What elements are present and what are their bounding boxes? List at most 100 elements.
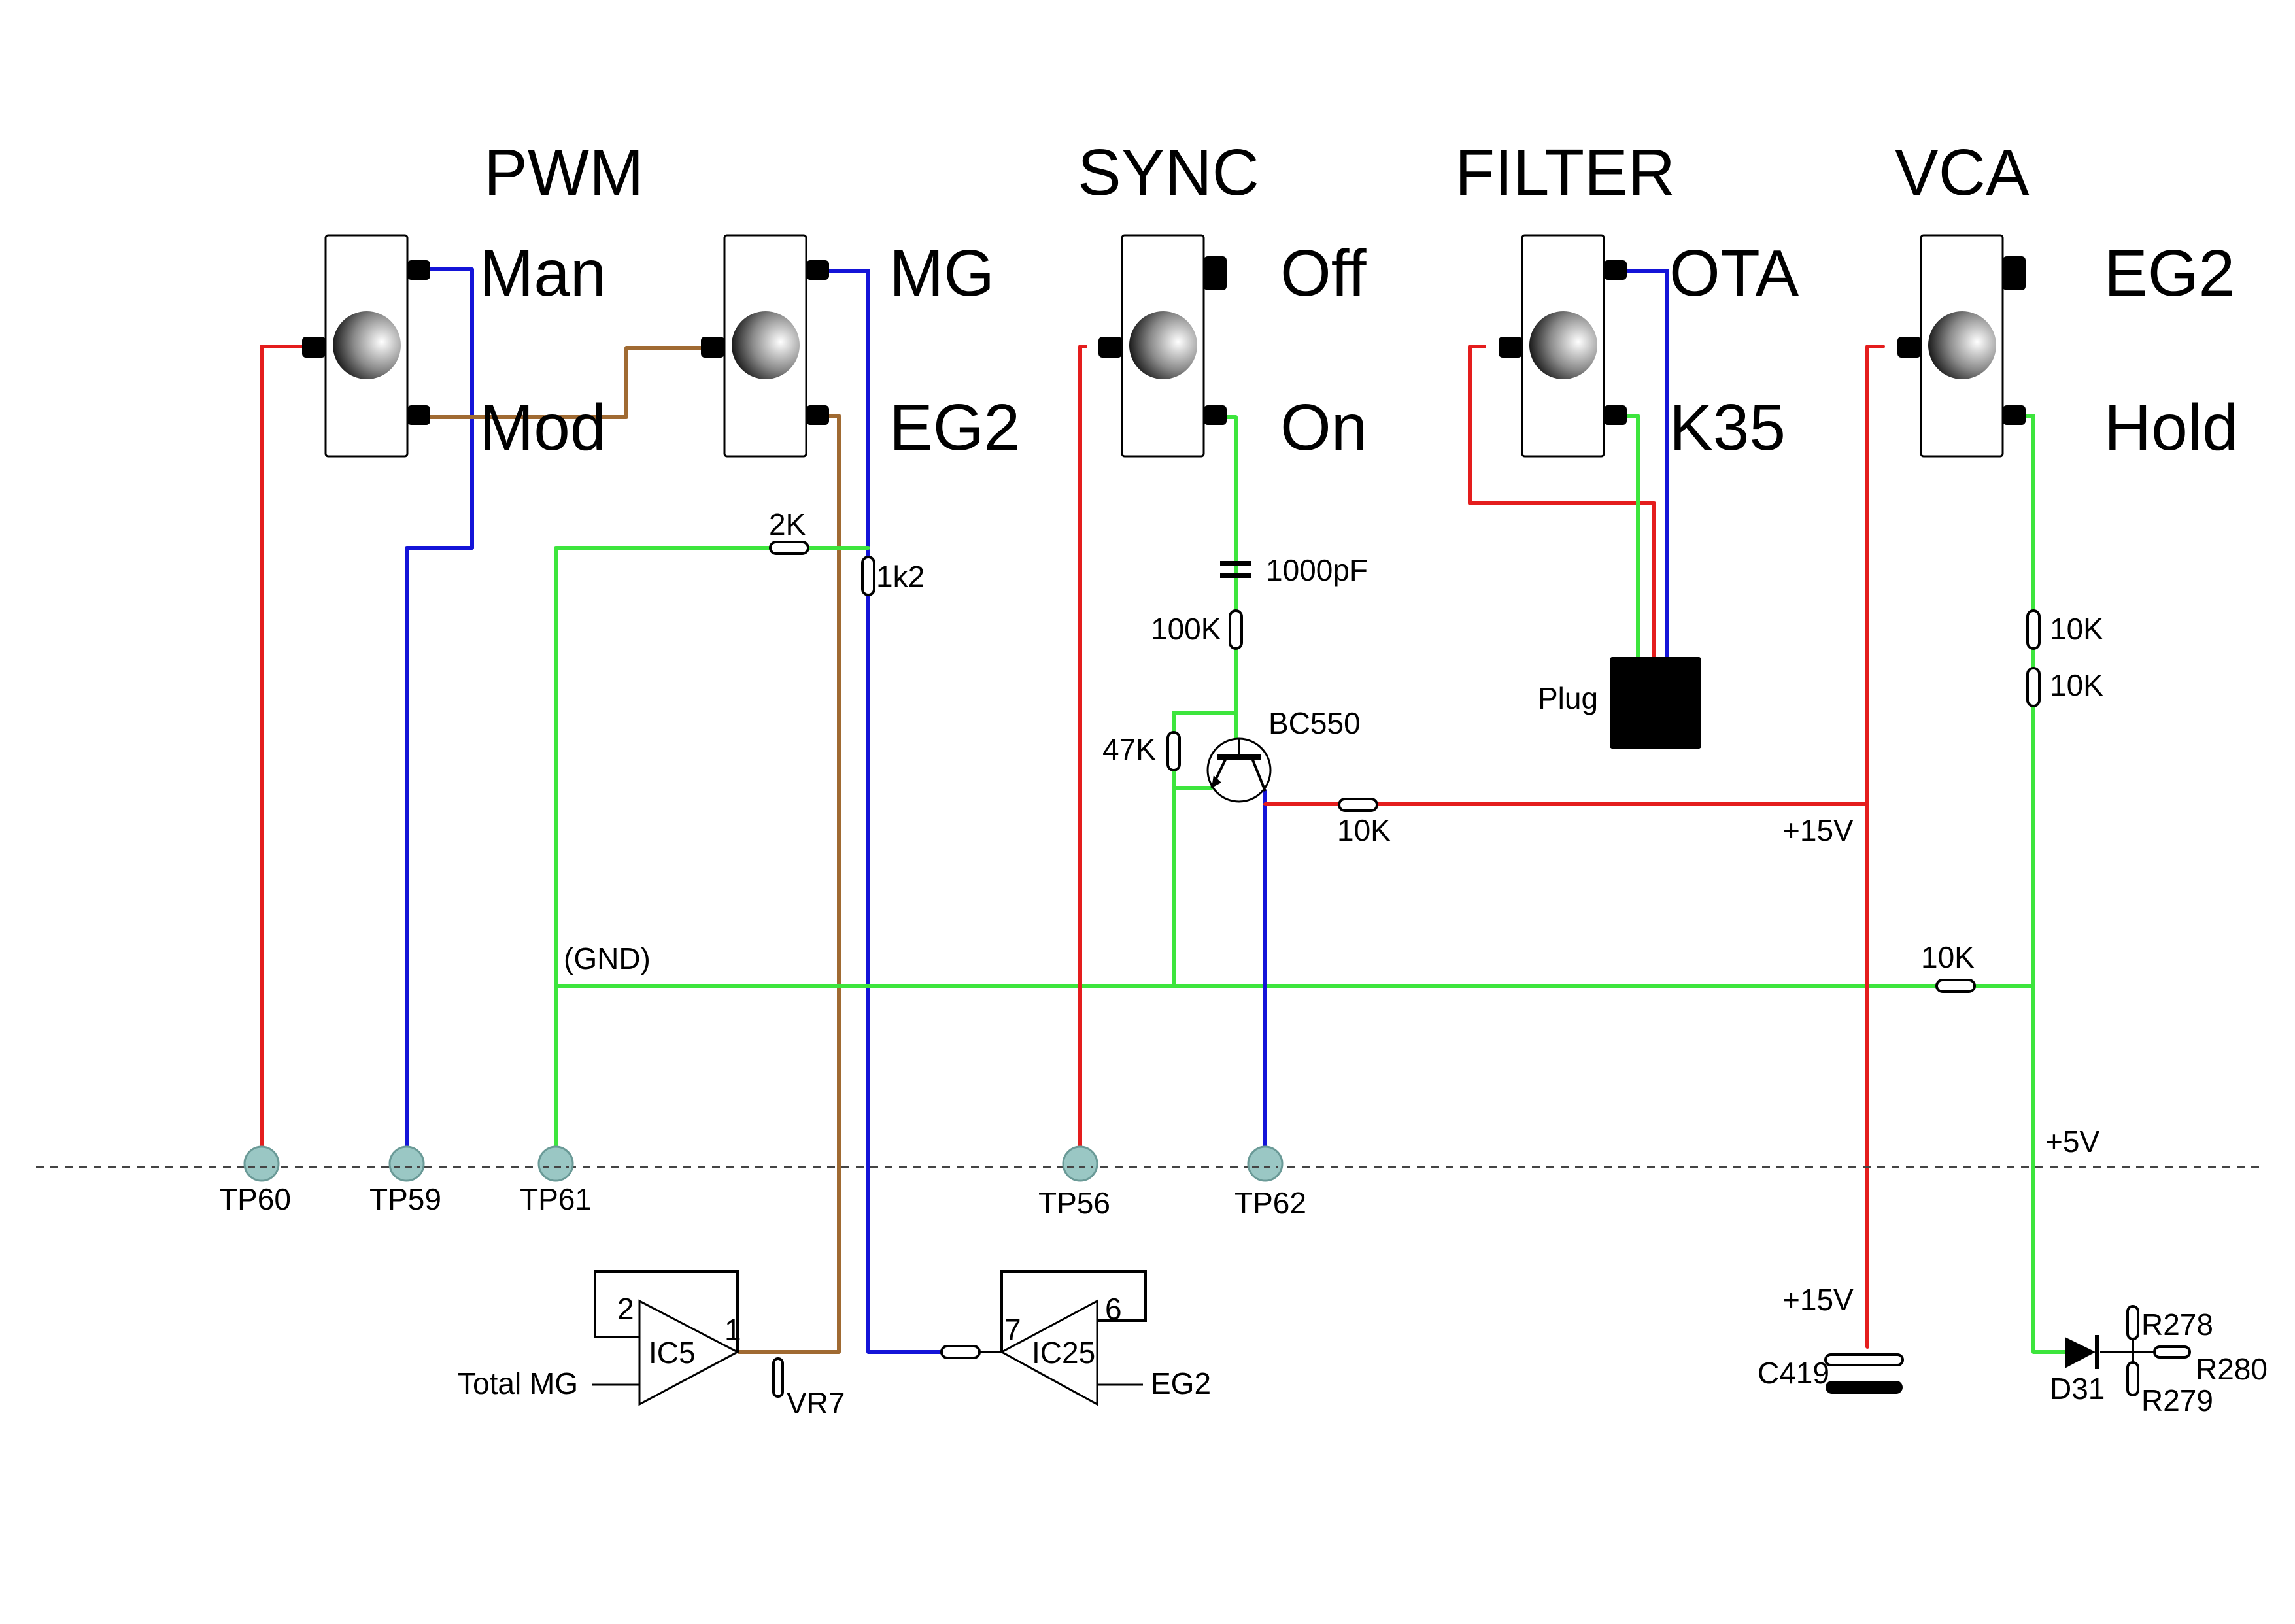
label-tp61: TP61 — [520, 1182, 592, 1216]
label-15v-lower: +15V — [1782, 1283, 1854, 1317]
section-title-pwm: PWM — [484, 136, 643, 209]
knob-icon — [1928, 311, 1996, 379]
label-tp60: TP60 — [219, 1182, 291, 1216]
test-point-tp61[interactable] — [537, 1145, 574, 1182]
resistor-2k — [769, 541, 809, 555]
label-1000pf: 1000pF — [1266, 553, 1368, 587]
label-47k: 47K — [1102, 732, 1156, 766]
wire-mod-mg — [426, 346, 708, 419]
resistor-10k-a — [2026, 609, 2041, 650]
resistor-10k-gnd — [1935, 979, 1976, 993]
knob-icon — [732, 311, 800, 379]
section-title-filter: FILTER — [1455, 136, 1675, 209]
switch-filter-bottom-label: K35 — [1669, 391, 1786, 464]
ic25-pin-out: 6 — [1105, 1292, 1122, 1326]
switch-filter[interactable] — [1499, 234, 1627, 458]
knob-icon — [333, 311, 401, 379]
wire-tp56 — [1078, 345, 1087, 1162]
ic5-pin-in: 2 — [617, 1292, 634, 1326]
ic5-op-amp — [592, 1270, 740, 1406]
section-title-sync: SYNC — [1078, 136, 1259, 209]
label-1k2: 1k2 — [876, 560, 925, 594]
label-r278: R278 — [2141, 1308, 2213, 1342]
label-15v-upper: +15V — [1782, 813, 1854, 847]
knob-icon — [1129, 311, 1197, 379]
resistor-ic25-input — [940, 1345, 981, 1359]
resistor-10k-emitter — [1338, 798, 1378, 812]
test-point-tp59[interactable] — [388, 1145, 425, 1182]
switch-vca-top-label: EG2 — [2104, 237, 2235, 310]
ic25-pin-in: 7 — [1004, 1313, 1021, 1347]
section-title-vca: VCA — [1895, 136, 2030, 209]
switch-vca[interactable] — [1897, 234, 2026, 458]
resistor-r280 — [2153, 1345, 2191, 1359]
test-point-tp56[interactable] — [1062, 1145, 1098, 1182]
switch-sync-bottom-label: On — [1280, 391, 1367, 464]
label-tp59: TP59 — [369, 1182, 441, 1216]
wire-tp59 — [405, 267, 474, 1162]
ic25-label: IC25 — [1032, 1336, 1095, 1370]
wire-sync-on — [1214, 415, 1238, 754]
capacitor-1000pf-bottom — [1220, 573, 1251, 578]
wire-vca-15v — [1865, 345, 1885, 1349]
label-2k: 2K — [769, 507, 806, 541]
wire-vca-hold — [2012, 414, 2067, 1354]
switch-filter-top-label: OTA — [1669, 237, 1799, 310]
switch-vca-bottom-label: Hold — [2104, 391, 2239, 464]
trimmer-vr7[interactable] — [772, 1357, 784, 1398]
switch-mg-bottom-label: EG2 — [889, 391, 1020, 464]
wire-eg2-ic5 — [737, 414, 841, 1354]
label-r279: R279 — [2141, 1383, 2213, 1417]
label-10k-b: 10K — [2050, 668, 2103, 702]
wire-base-network — [1172, 711, 1238, 988]
label-d31: D31 — [2050, 1372, 2105, 1406]
wire-mg-ic25 — [825, 269, 947, 1354]
capacitor-c419-bottom — [1826, 1381, 1903, 1394]
label-10k-gnd: 10K — [1921, 940, 1975, 974]
resistor-r278 — [2126, 1305, 2139, 1340]
test-point-tp60[interactable] — [243, 1145, 280, 1182]
switch-pwm-top-label: Man — [479, 237, 607, 310]
ic25-output-label: EG2 — [1151, 1366, 1211, 1400]
label-c419: C419 — [1758, 1356, 1829, 1390]
diode-d31 — [2065, 1335, 2099, 1369]
ic5-input-label: Total MG — [458, 1366, 578, 1400]
resistor-100k — [1229, 609, 1243, 650]
resistor-r279 — [2126, 1361, 2139, 1396]
capacitor-1000pf-top — [1220, 561, 1251, 566]
switch-pwm[interactable] — [302, 234, 430, 458]
label-5v: +5V — [2045, 1125, 2100, 1159]
label-tp62: TP62 — [1234, 1186, 1306, 1220]
switch-pwm-bottom-label: Mod — [479, 391, 607, 464]
label-bc550: BC550 — [1268, 706, 1361, 740]
wire-2k-gnd — [554, 546, 870, 1162]
knob-icon — [1529, 311, 1597, 379]
resistor-10k-b — [2026, 667, 2041, 707]
test-point-tp62[interactable] — [1247, 1145, 1284, 1182]
switch-sync-top-label: Off — [1280, 237, 1367, 310]
switch-sync[interactable] — [1098, 234, 1227, 458]
label-gnd: (GND) — [564, 941, 651, 975]
wire-tp60 — [260, 345, 306, 1162]
plug-connector[interactable] — [1610, 657, 1701, 749]
label-10k-a: 10K — [2050, 612, 2103, 646]
wire-k35 — [1613, 414, 1640, 659]
label-100k: 100K — [1151, 612, 1221, 646]
transistor-bc550 — [1206, 737, 1272, 803]
label-r280: R280 — [2196, 1352, 2268, 1386]
label-tp56: TP56 — [1038, 1186, 1110, 1220]
resistor-1k2 — [861, 556, 876, 596]
ic5-pin-out: 1 — [724, 1313, 741, 1347]
wire-filter-red — [1468, 345, 1656, 659]
wires — [260, 267, 2190, 1393]
label-plug: Plug — [1538, 681, 1598, 715]
label-10k-emitter: 10K — [1337, 813, 1391, 847]
label-vr7: VR7 — [787, 1386, 845, 1420]
switch-mg-top-label: MG — [889, 237, 994, 310]
wire-ota — [1613, 269, 1669, 659]
resistor-47k — [1166, 731, 1181, 771]
capacitor-c419-top — [1824, 1353, 1904, 1366]
switch-mg-eg2[interactable] — [701, 234, 829, 458]
ic5-label: IC5 — [649, 1336, 696, 1370]
